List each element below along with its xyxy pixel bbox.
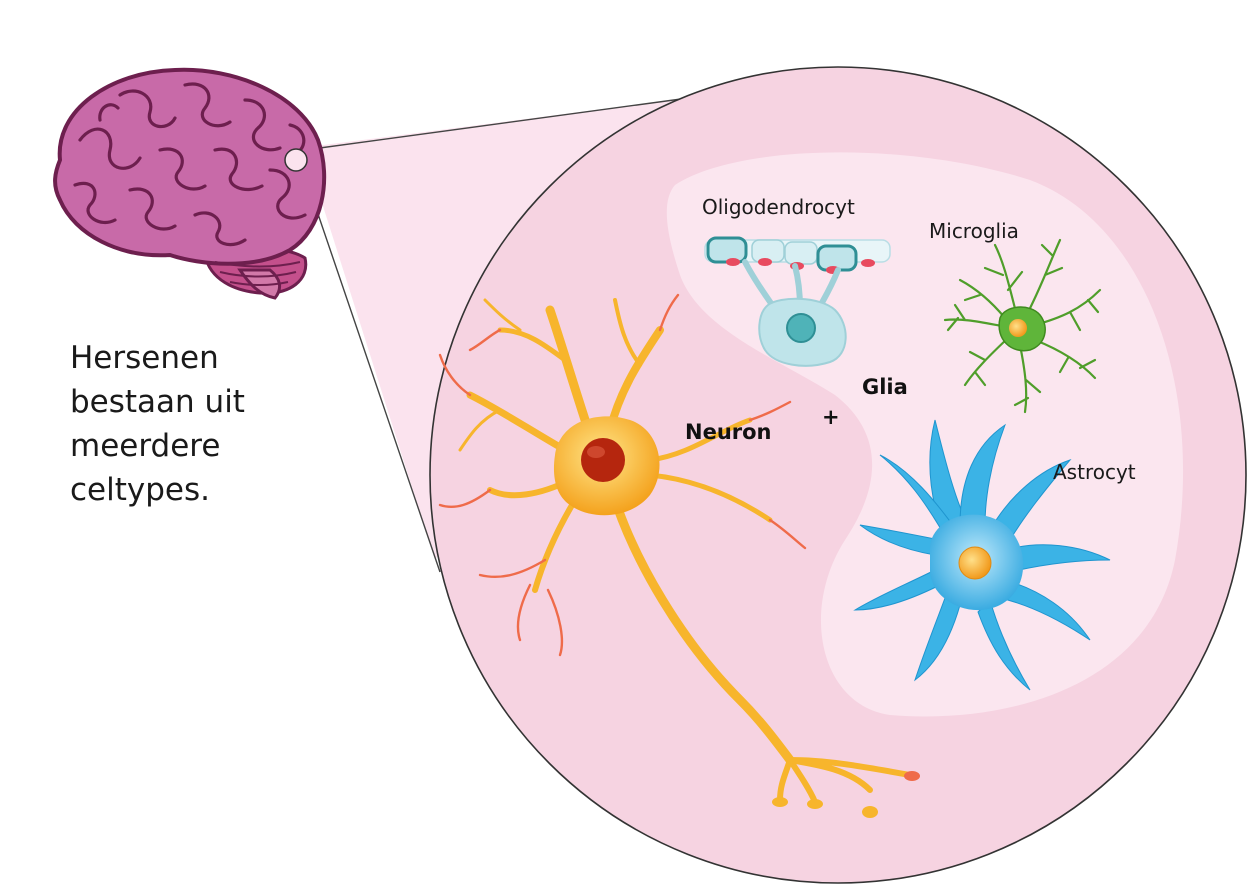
myelin-sheath-1 [706,236,748,264]
zoom-line-top [304,90,741,151]
caption-text: Hersenen bestaan uit meerdere celtypes. [70,336,330,512]
cerebrum [53,67,327,266]
astrocyte-nucleus [958,546,992,580]
astrocyte-illustration [853,419,1111,691]
axon-terminals [777,757,913,805]
caption-line-1: Hersenen [70,340,219,376]
sample-spot [284,148,308,172]
label-glia: Glia [862,375,908,399]
caption-line-3: meerdere [70,428,221,464]
label-neuron: Neuron [685,420,772,444]
glia-region [666,152,1184,717]
oligodendrocyte-nucleus [786,313,816,343]
cerebellum-folds [214,261,301,286]
microglia-nucleus [1009,319,1027,337]
label-astrocyte: Astrocyt [1053,460,1136,484]
label-oligodendrocyte: Oligodendrocyt [702,195,855,219]
caption-line-2: bestaan uit [70,384,245,420]
brain-gyri [73,82,307,247]
caption-line-4: celtypes. [70,472,210,508]
axon [610,495,795,765]
label-microglia: Microglia [929,219,1019,243]
brain-illustration [53,67,327,300]
neuron-illustration [438,293,920,818]
microglia-illustration [943,238,1102,414]
label-plus: + [822,405,840,429]
neuron-nucleus-highlight [587,446,605,458]
myelin-sheath-4 [816,244,858,272]
zoom-line-bottom [302,169,441,573]
axon-terminal-buttons [772,771,920,818]
neuron-nucleus [581,438,625,482]
oligodendrocyte-illustration [704,236,891,367]
myelin-sheath-3 [784,241,818,265]
